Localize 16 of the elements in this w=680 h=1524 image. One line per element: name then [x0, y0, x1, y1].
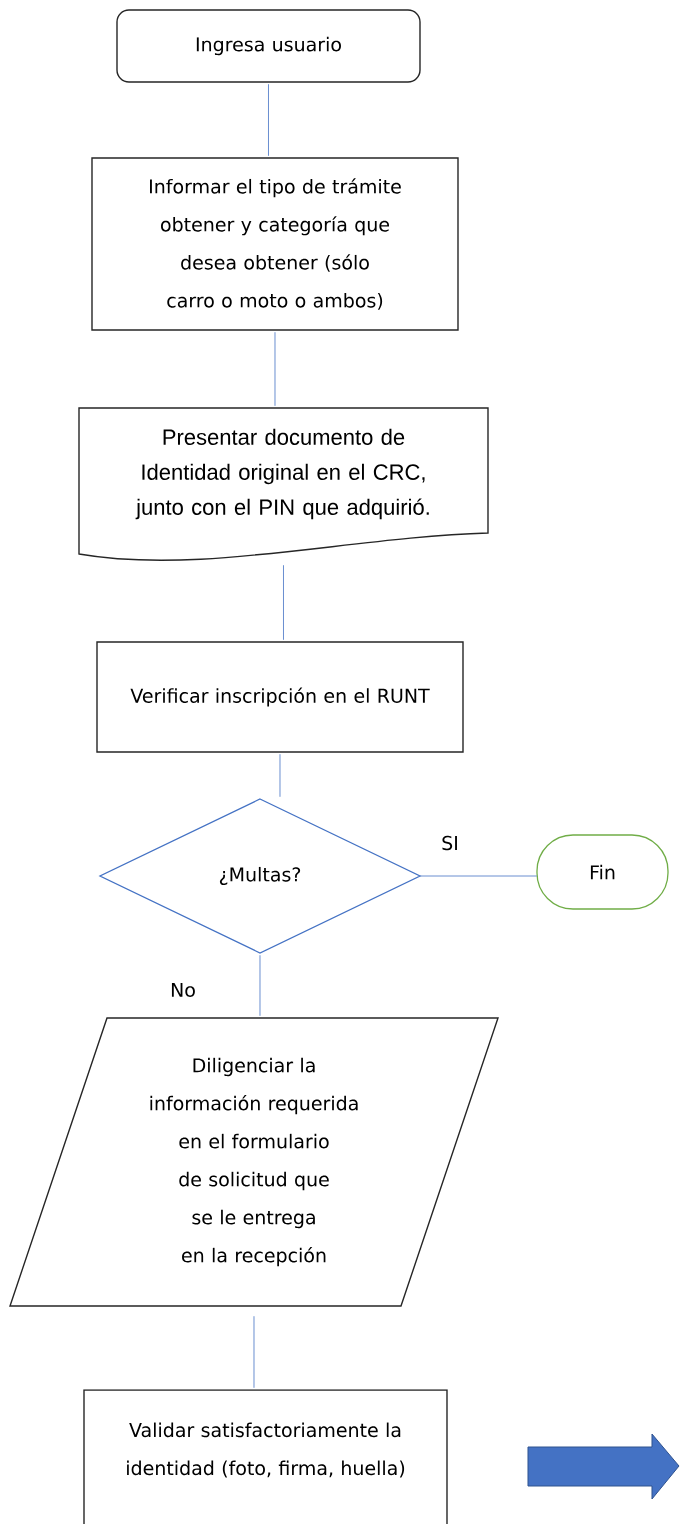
connector [259, 954, 261, 1017]
document-box: Presentar documento de Identidad original en el CRC, junto con el PIN que adquirió. [78, 407, 489, 561]
process-box: Verificar inscripción en el RUNT [96, 641, 464, 753]
input-parallelogram: Diligenciar la información requerida en el formulario de solicitud que se le entrega en la recepción [9, 1017, 499, 1307]
connector [279, 753, 281, 798]
edge-label: No [169, 981, 197, 999]
end-terminal: Fin [536, 834, 669, 910]
connector [253, 1315, 255, 1389]
edge-label: SI [440, 834, 460, 852]
process-box: Informar el tipo de trámite obtener y categoría que desea obtener (sólo carro o moto o ambos) [91, 157, 459, 331]
connector [419, 875, 538, 877]
process-box: Validar satisfactoriamente la identidad (foto, firma, huella) [83, 1389, 448, 1524]
start-box: Ingresa usuario [116, 9, 421, 83]
connector [274, 331, 276, 407]
connector [268, 83, 269, 157]
connector [283, 564, 284, 641]
